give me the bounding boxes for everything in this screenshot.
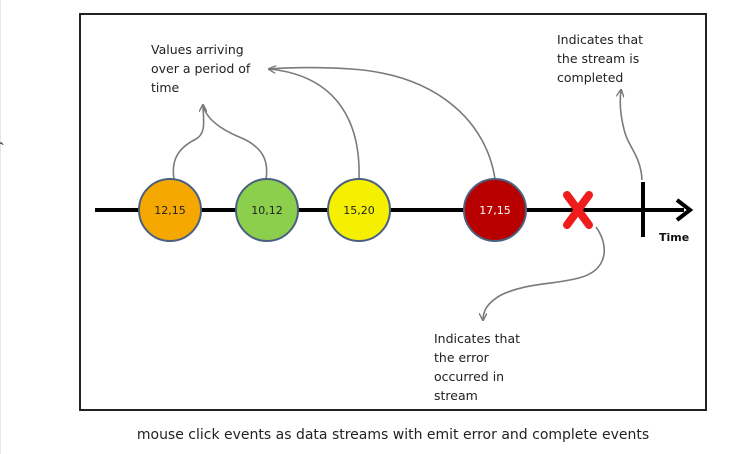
time-axis-label: Time <box>659 231 690 244</box>
timeline-arrowhead <box>675 198 694 222</box>
stream-completed-note: Indicates that the stream is completed <box>557 32 644 85</box>
event-label: 10,12 <box>251 204 283 217</box>
connector-error <box>483 226 605 320</box>
connector-fourth-to-label <box>268 66 496 180</box>
event-circle <box>235 178 299 242</box>
chevron-up-icon: ⌃ <box>0 140 7 154</box>
values-arriving-note: Values arriving over a period of time <box>151 42 251 95</box>
event-circle <box>138 178 202 242</box>
event-label: 15,20 <box>343 204 375 217</box>
event-circle <box>327 178 391 242</box>
stream-diagram-canvas: 12,15 10,12 15,20 17,15 <box>95 15 694 409</box>
connector-third-to-label <box>269 69 360 180</box>
event-3: 15,20 <box>327 178 391 242</box>
event-4: 17,15 <box>463 178 527 242</box>
event-1: 12,15 <box>138 178 202 242</box>
error-occurred-note: Indicates that the error occurred in str… <box>434 331 521 403</box>
connector-completion <box>620 90 643 181</box>
event-label: 17,15 <box>479 204 511 217</box>
figure-caption: mouse click events as data streams with … <box>136 427 650 443</box>
event-label: 12,15 <box>154 204 186 217</box>
connector-values-group-left <box>172 105 203 180</box>
error-marker <box>563 191 593 229</box>
event-circle <box>463 178 527 242</box>
left-divider <box>0 0 1 454</box>
connector-values-group-right <box>202 104 268 180</box>
event-2: 10,12 <box>235 178 299 242</box>
stream-diagram: 12,15 10,12 15,20 17,15 Values arriving … <box>79 13 707 411</box>
